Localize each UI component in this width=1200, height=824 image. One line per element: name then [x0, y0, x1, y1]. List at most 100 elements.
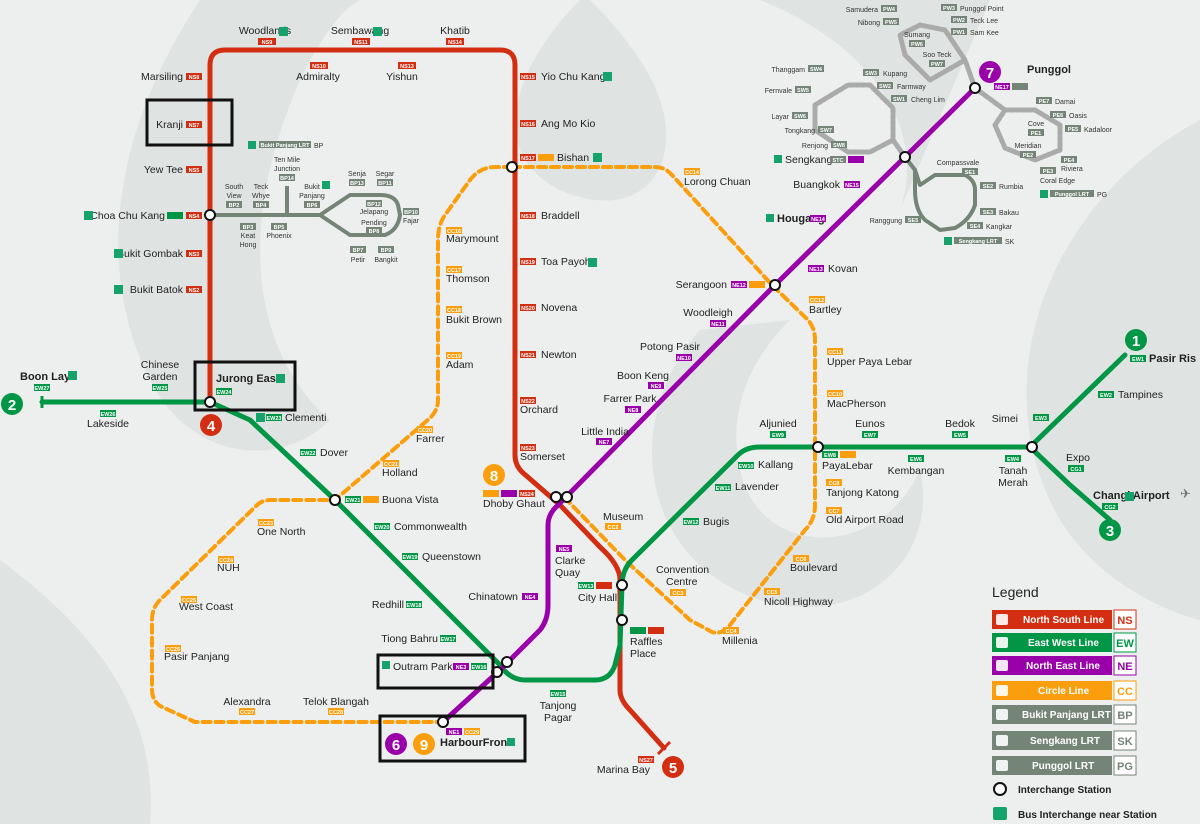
svg-text:EW8: EW8: [824, 453, 836, 459]
legend-bus-label: Bus Interchange near Station: [1018, 810, 1157, 821]
svg-text:SW2: SW2: [879, 84, 891, 90]
train-icon: [996, 660, 1008, 671]
station-newton: Newton: [541, 349, 577, 361]
svg-text:CC16: CC16: [447, 229, 461, 235]
svg-text:SW3: SW3: [865, 71, 877, 77]
station-bakau: Bakau: [999, 210, 1019, 217]
svg-text:NS2: NS2: [189, 288, 200, 294]
station-boulevard: Boulevard: [790, 562, 837, 574]
svg-text:NS17: NS17: [521, 156, 535, 162]
bus-icon: [593, 153, 602, 162]
svg-text:EW10: EW10: [739, 464, 754, 470]
interchange-harbourfront: [437, 716, 449, 728]
svg-text:NS9: NS9: [262, 40, 273, 46]
station-marina-bay: Marina Bay: [597, 764, 651, 776]
svg-text:NS27: NS27: [639, 758, 653, 764]
station-ten-mile-junction: Ten Mile: [274, 157, 300, 164]
svg-text:EW24: EW24: [217, 390, 233, 396]
bus-icon: [373, 27, 382, 36]
station-kangkar: Kangkar: [986, 224, 1013, 231]
interchange-sengkang: [899, 151, 911, 163]
bus-icon: [1125, 492, 1134, 501]
station-boon-keng: Boon Keng: [617, 370, 669, 382]
north-south-line: [207, 47, 672, 756]
station-bukit-brown: Bukit Brown: [446, 314, 502, 326]
station-cove: Cove: [1028, 121, 1044, 128]
svg-text:NS5: NS5: [189, 168, 200, 174]
svg-text:PE3: PE3: [1043, 169, 1053, 175]
station-thomson: Thomson: [446, 273, 490, 285]
station-bukit-batok: Bukit Batok: [130, 284, 184, 296]
highlight-boxes: [145, 98, 527, 763]
svg-text:CC8: CC8: [828, 481, 839, 487]
station-aljunied: Aljunied: [759, 418, 797, 430]
station-thanggam: Thanggam: [772, 67, 806, 74]
station-expo: Expo: [1066, 452, 1090, 464]
svg-text:CC24: CC24: [219, 558, 234, 564]
svg-text:BP5: BP5: [274, 225, 285, 231]
svg-text:EW21: EW21: [346, 498, 361, 504]
svg-text:BP3: BP3: [243, 225, 254, 231]
station-telok-blangah: Telok Blangah: [303, 696, 369, 708]
station-renjong: Renjong: [802, 143, 828, 150]
svg-text:CC14: CC14: [685, 170, 700, 176]
train-icon: [996, 760, 1008, 771]
bus-icon: [256, 413, 265, 422]
interchange-serangoon: [769, 279, 781, 291]
svg-text:BP7: BP7: [353, 248, 364, 254]
station-orchard: Orchard: [520, 404, 558, 416]
svg-text:SK: SK: [1005, 239, 1015, 246]
station-dhoby-ghaut: Dhoby Ghaut: [483, 498, 545, 510]
svg-text:NE15: NE15: [845, 183, 859, 189]
station-clementi: Clementi: [285, 412, 326, 424]
svg-text:CC4: CC4: [725, 629, 737, 635]
svg-text:EW3: EW3: [1035, 416, 1047, 422]
station-tiong-bahru: Tiong Bahru: [381, 633, 438, 645]
highlight-kranji: [145, 98, 234, 147]
station-sengkang: Sengkang: [785, 154, 832, 166]
svg-text:CC18: CC18: [447, 308, 461, 314]
svg-text:CC7: CC7: [828, 509, 839, 515]
svg-text:NS7: NS7: [189, 123, 200, 129]
station-tanjong-katong: Tanjong Katong: [826, 487, 899, 499]
train-icon: [996, 614, 1008, 625]
station-pasir-ris: Pasir Ris: [1149, 353, 1196, 365]
bus-icon: [114, 249, 123, 258]
svg-text:NS: NS: [1117, 615, 1132, 627]
svg-text:BP: BP: [1117, 710, 1132, 722]
svg-text:NS18: NS18: [521, 214, 535, 220]
svg-text:SW4: SW4: [810, 67, 823, 73]
bus-icon: [588, 258, 597, 267]
station-south-view: South: [225, 184, 243, 191]
svg-text:CC25: CC25: [182, 598, 196, 604]
svg-text:SE1: SE1: [965, 170, 975, 176]
svg-text:CC6: CC6: [795, 557, 806, 563]
station-layar: Layar: [771, 114, 789, 121]
station-pending: Pending: [361, 220, 387, 227]
station-jurong-east: Jurong East: [216, 373, 280, 385]
station-bangkit: Bangkit: [374, 257, 397, 264]
train-icon: [996, 685, 1008, 696]
station-nibong: Nibong: [858, 20, 880, 27]
svg-text:CC5: CC5: [766, 590, 777, 596]
bus-icon: [114, 285, 123, 294]
svg-text:CC28: CC28: [329, 710, 343, 716]
svg-text:BP12: BP12: [367, 202, 381, 208]
station-farmway: Farmway: [897, 84, 926, 91]
circle-line: [150, 165, 817, 724]
station-senja: Senja: [348, 171, 366, 178]
station-farrer: Farrer: [416, 433, 445, 445]
svg-text:NE: NE: [1117, 661, 1132, 673]
svg-text:SW5: SW5: [797, 88, 809, 94]
station-lavender: Lavender: [735, 481, 779, 493]
svg-text:EW19: EW19: [403, 555, 418, 561]
station-kallang: Kallang: [758, 459, 793, 471]
svg-text:Place: Place: [630, 648, 656, 660]
station-upper-paya-lebar: Upper Paya Lebar: [827, 356, 913, 368]
svg-text:NS13: NS13: [400, 64, 414, 70]
station-coral-edge: Coral Edge: [1040, 178, 1075, 185]
svg-text:EW20: EW20: [375, 525, 390, 531]
station-nicoll-highway: Nicoll Highway: [764, 596, 834, 608]
svg-text:EW27: EW27: [35, 386, 50, 392]
svg-text:CC11: CC11: [828, 350, 842, 356]
